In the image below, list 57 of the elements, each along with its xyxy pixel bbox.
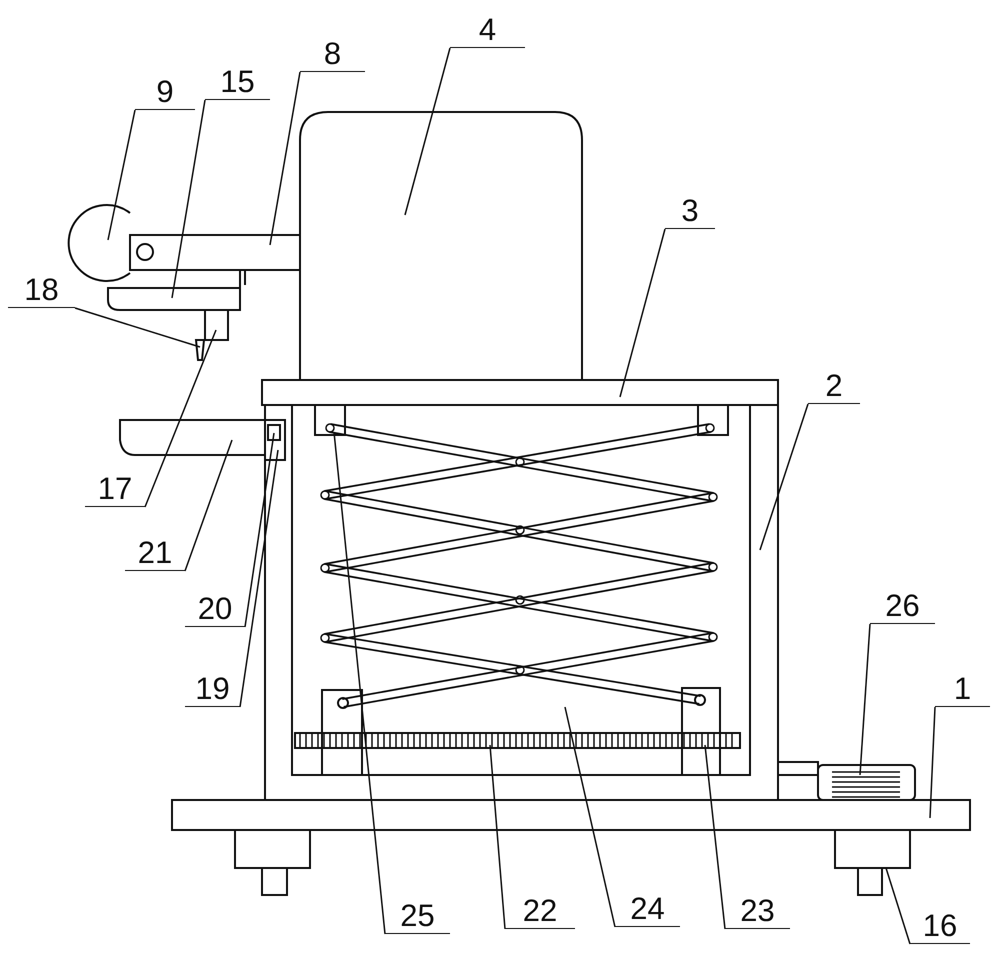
foot xyxy=(834,829,911,896)
leader-line xyxy=(269,72,301,246)
leader-line xyxy=(929,706,936,818)
leader-line xyxy=(759,404,809,550)
frame xyxy=(264,404,779,801)
callout-number: 3 xyxy=(665,193,715,229)
scissor-lift xyxy=(320,423,718,708)
callout-number: 1 xyxy=(935,671,990,707)
callout-number: 9 xyxy=(135,74,195,110)
top-plate xyxy=(261,379,779,406)
leader-line xyxy=(619,228,666,398)
foot xyxy=(234,829,311,896)
nozzle xyxy=(194,339,206,361)
leader-line xyxy=(239,450,279,708)
callout-number: 23 xyxy=(725,893,790,929)
clip xyxy=(264,419,286,461)
slider-block xyxy=(321,689,363,776)
hinge-bracket xyxy=(697,404,729,436)
wheel xyxy=(68,204,131,282)
callout-number: 4 xyxy=(450,12,525,48)
slider-block xyxy=(681,687,721,776)
callout-number: 8 xyxy=(300,36,365,72)
leader-line xyxy=(171,100,206,298)
clip-insert xyxy=(267,424,281,441)
leader-line xyxy=(564,706,616,928)
leader-line xyxy=(704,744,726,930)
callout-number: 25 xyxy=(385,898,450,934)
holder-plate xyxy=(107,269,246,311)
callout-number: 15 xyxy=(205,64,270,100)
tray xyxy=(119,419,266,456)
callout-number: 20 xyxy=(185,591,245,627)
arm xyxy=(129,234,301,271)
leader-line xyxy=(184,440,233,572)
leader-line xyxy=(333,432,386,934)
callout-number: 17 xyxy=(85,471,145,507)
leader-line xyxy=(859,624,871,776)
leader-line xyxy=(107,110,136,240)
motor xyxy=(777,761,916,801)
base-plate xyxy=(171,799,971,831)
callout-number: 21 xyxy=(125,535,185,571)
callout-number: 26 xyxy=(870,588,935,624)
leader-line xyxy=(244,432,275,628)
leader-line xyxy=(144,330,217,508)
bracket xyxy=(204,309,229,341)
lead-screw xyxy=(294,732,741,749)
leader-line xyxy=(74,307,200,348)
leader-line xyxy=(885,868,911,944)
leader-line xyxy=(404,48,451,216)
callout-number: 24 xyxy=(615,891,680,927)
callout-number: 22 xyxy=(505,893,575,929)
callout-number: 2 xyxy=(808,368,860,404)
callout-number: 19 xyxy=(185,671,240,707)
callout-number: 16 xyxy=(910,908,970,944)
backrest xyxy=(299,111,583,380)
hinge-bracket xyxy=(314,404,346,436)
leader-line xyxy=(489,744,506,930)
callout-number: 18 xyxy=(8,272,75,308)
